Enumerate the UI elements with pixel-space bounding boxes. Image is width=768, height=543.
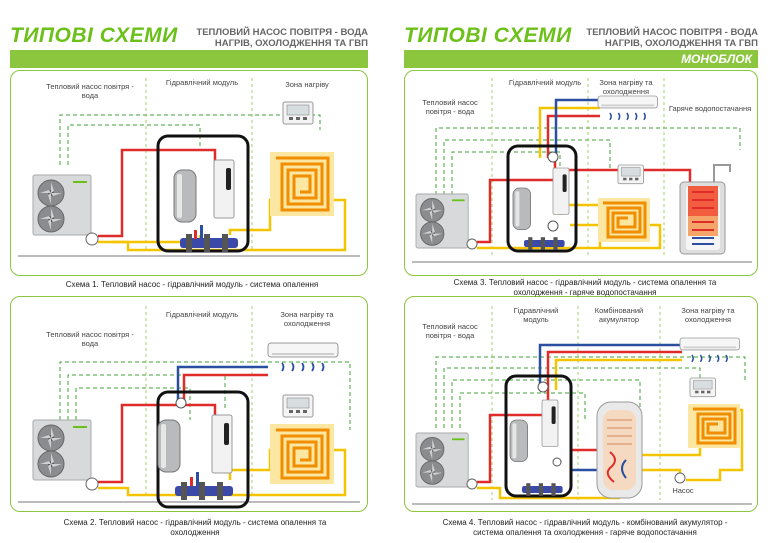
right-subtitle: ТЕПЛОВИЙ НАСОС ПОВІТРЯ - ВОДА НАГРІВ, ОХ…	[558, 27, 758, 49]
left-bar	[10, 50, 368, 68]
scheme-3-caption-line1: Схема 3. Тепловий насос - гідравлічний м…	[453, 278, 717, 287]
right-subtitle-line1: ТЕПЛОВИЙ НАСОС ПОВІТРЯ - ВОДА	[586, 27, 758, 38]
scheme-2-caption-line1: Схема 2. Тепловий насос - гідравлічний м…	[63, 518, 327, 527]
scheme-1-label-zone: Зона нагріву	[285, 80, 329, 89]
scheme-1-label-heat-pump: Тепловий насос повітря - вода	[46, 82, 134, 100]
scheme-1-caption: Схема 1. Тепловий насос - гідравлічний м…	[65, 280, 319, 289]
scheme-2-label-module: Гідравлічний модуль	[165, 310, 239, 319]
scheme-4-label-zone: Зона нагріву та охолодження	[681, 306, 735, 324]
left-subtitle: ТЕПЛОВИЙ НАСОС ПОВІТРЯ - ВОДА НАГРІВ, ОХ…	[168, 27, 368, 49]
scheme-3-label-hot-water: Гаряче водопостачання	[668, 104, 752, 113]
scheme-3-diagram	[412, 78, 752, 263]
scheme-2-label-zone: Зона нагріву та охолодження	[280, 310, 334, 328]
scheme-4-diagram	[412, 306, 752, 505]
scheme-4-caption: Схема 4. Тепловий насос - гідравлічний м…	[420, 518, 750, 538]
scheme-4-label-module: Гідравлічний модуль	[513, 306, 559, 324]
left-subtitle-line2: НАГРІВ, ОХОЛОДЖЕННЯ ТА ГВП	[214, 38, 368, 49]
scheme-4-caption-line1: Схема 4. Тепловий насос - гідравлічний м…	[442, 518, 728, 527]
right-bar: МОНОБЛОК	[404, 50, 758, 68]
scheme-4-label-pump: Насос	[672, 486, 694, 495]
left-subtitle-line1: ТЕПЛОВИЙ НАСОС ПОВІТРЯ - ВОДА	[196, 27, 368, 38]
scheme-1-diagram	[18, 78, 360, 257]
scheme-2-caption-line2: охолодження	[170, 528, 220, 537]
right-title: ТИПОВІ СХЕМИ	[404, 24, 572, 47]
scheme-1-label-module: Гідравлічний модуль	[165, 78, 239, 87]
scheme-4-label-heat-pump: Тепловий насос повітря - вода	[422, 322, 478, 340]
left-title: ТИПОВІ СХЕМИ	[10, 24, 178, 47]
scheme-2-diagram	[18, 306, 360, 509]
right-subtitle-line2: НАГРІВ, ОХОЛОДЖЕННЯ ТА ГВП	[604, 38, 758, 49]
scheme-2-caption: Схема 2. Тепловий насос - гідравлічний м…	[30, 518, 360, 538]
scheme-3-label-zone: Зона нагріву та охолодження	[599, 78, 653, 96]
scheme-3-caption-line2: охолодження - гаряче водопостачання	[513, 288, 657, 297]
scheme-3-label-module: Гідравлічний модуль	[508, 78, 582, 87]
scheme-4-label-accumulator: Комбінований акумулятор	[594, 306, 644, 324]
scheme-4-caption-line2: система опалення та охолодження - гаряче…	[473, 528, 697, 537]
scheme-3-label-heat-pump: Тепловий насос повітря - вода	[422, 98, 478, 116]
scheme-2-label-heat-pump: Тепловий насос повітря - вода	[46, 330, 134, 348]
scheme-3-caption: Схема 3. Тепловий насос - гідравлічний м…	[420, 278, 750, 298]
